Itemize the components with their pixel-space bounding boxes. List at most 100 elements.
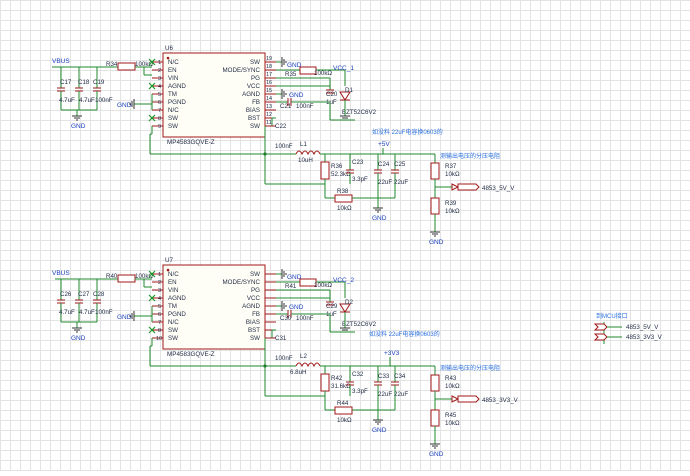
svg-text:N/C: N/C (168, 59, 179, 66)
svg-text:SW: SW (250, 59, 260, 66)
svg-text:TM: TM (168, 303, 177, 310)
ic-u7-part: MP4583GQVE-Z (167, 351, 215, 358)
mcu-interface: 到MCU接口 4853_5V_V 4853_3V3_V (593, 312, 663, 344)
val-r40: 100kΩ (135, 273, 153, 280)
svg-text:BIAS: BIAS (246, 319, 260, 326)
label-gnd-out-1: GND (372, 215, 387, 222)
val-c27: 4.7uF (79, 309, 95, 316)
val-r45: 10kΩ (445, 420, 460, 427)
ref-r39: R39 (445, 200, 457, 207)
ref-r35: R35 (285, 71, 297, 78)
svg-text:3: 3 (158, 76, 161, 82)
svg-text:2: 2 (158, 280, 161, 286)
svg-text:7: 7 (158, 108, 161, 114)
ref-r40: R40 (106, 273, 118, 280)
val-r37: 10kΩ (445, 171, 460, 178)
ref-r36: R36 (331, 163, 343, 170)
val-r36: 52.3kΩ (331, 171, 351, 178)
val-c29: 1uF (326, 311, 337, 318)
val-c32: 3.3pF (352, 388, 368, 395)
port-4853-5v-1: 4853_5V_V (482, 185, 515, 192)
net-vcc-1: VCC_1 (333, 65, 354, 72)
val-r42: 31.6kΩ (331, 383, 351, 390)
svg-text:9: 9 (158, 124, 161, 130)
ref-r38: R38 (337, 188, 349, 195)
ref-r45: R45 (445, 412, 457, 419)
svg-text:VIN: VIN (168, 75, 178, 82)
val-d2: BZT52C6V2 (342, 321, 377, 328)
ic-u7-body[interactable] (162, 264, 266, 350)
svg-text:MODE/SYNC: MODE/SYNC (223, 67, 261, 74)
svg-text:17: 17 (266, 72, 272, 78)
note-divider-2: 测输出电压的分压电阻 (440, 364, 500, 372)
ic-u6-ref: U6 (165, 45, 174, 52)
val-l1: 10uH (298, 157, 313, 164)
val-c17: 4.7uF (59, 97, 75, 104)
svg-text:BST: BST (248, 115, 260, 122)
mcu-port-5v: 4853_5V_V (626, 324, 659, 331)
svg-text:16: 16 (266, 80, 272, 86)
ref-c33: C33 (378, 373, 390, 380)
ic-u7-ref: U7 (165, 257, 174, 264)
val-r35: 100kΩ (314, 70, 332, 77)
regulator-block-2: VBUS GND C26 C27 C28 4.7uF 4.7uF 100nF R… (52, 257, 519, 458)
ref-c20: C20 (326, 91, 338, 98)
svg-text:BST: BST (248, 327, 260, 334)
ref-c26: C26 (60, 291, 72, 298)
svg-text:3: 3 (158, 288, 161, 294)
val-r41: 100kΩ (314, 282, 332, 289)
ref-c29: C29 (326, 303, 338, 310)
svg-text:19: 19 (266, 56, 272, 62)
ic-u6-right-pins: SW MODE/SYNC PG VCC AGND FB BIAS BST SW … (223, 56, 276, 130)
label-gnd-top-2: GND (287, 274, 302, 281)
mcu-interface-title: 到MCU接口 (596, 312, 628, 320)
svg-text:SW: SW (250, 271, 260, 278)
svg-text:AGND: AGND (242, 303, 260, 310)
svg-text:TM: TM (168, 91, 177, 98)
svg-text:N/C: N/C (168, 271, 179, 278)
ic-u6-part: MP4583GQVE-Z (167, 139, 215, 146)
mcu-port-3v3: 4853_3V3_V (626, 334, 663, 341)
svg-text:SW: SW (168, 327, 178, 334)
val-c30: 100nF (296, 315, 314, 322)
svg-text:AGND: AGND (168, 83, 186, 90)
label-gnd-top-1: GND (287, 62, 302, 69)
ref-c17: C17 (60, 79, 72, 86)
svg-text:VCC: VCC (247, 83, 261, 90)
ref-c28: C28 (93, 291, 105, 298)
label-gnd-in-2: GND (71, 335, 86, 342)
svg-text:5: 5 (158, 92, 161, 98)
svg-text:N/C: N/C (168, 107, 179, 114)
val-r44: 10kΩ (337, 417, 352, 424)
ref-c18: C18 (78, 79, 90, 86)
val-r38: 10kΩ (337, 205, 352, 212)
val-r39: 10kΩ (445, 208, 460, 215)
svg-text:FB: FB (252, 311, 260, 318)
ic-u7-left-pins: N/C EN VIN AGND TM PGND N/C SW SW 123 45… (152, 271, 186, 342)
svg-text:PGND: PGND (168, 99, 186, 106)
svg-text:N/C: N/C (168, 319, 179, 326)
ic-u6-body[interactable] (162, 52, 266, 138)
svg-text:6: 6 (158, 100, 161, 106)
ref-c34: C34 (394, 373, 406, 380)
svg-text:1: 1 (158, 272, 161, 278)
val-r43: 10kΩ (445, 383, 460, 390)
svg-text:BIAS: BIAS (246, 107, 260, 114)
val-c23: 3.3pF (352, 176, 368, 183)
ref-d2: D2 (345, 299, 353, 306)
svg-text:EN: EN (168, 67, 177, 74)
svg-text:EN: EN (168, 279, 177, 286)
ref-l1: L1 (300, 141, 307, 148)
svg-text:AGND: AGND (242, 91, 260, 98)
ref-d1: D1 (345, 87, 353, 94)
val-c31: 100nF (275, 355, 293, 362)
ref-r34: R34 (106, 61, 118, 68)
svg-text:4: 4 (158, 84, 161, 90)
net-3v3: +3V3 (384, 350, 400, 357)
val-l2: 6.8uH (290, 369, 307, 376)
svg-text:SW: SW (168, 335, 178, 342)
svg-text:4: 4 (158, 296, 161, 302)
svg-text:SW: SW (250, 335, 260, 342)
